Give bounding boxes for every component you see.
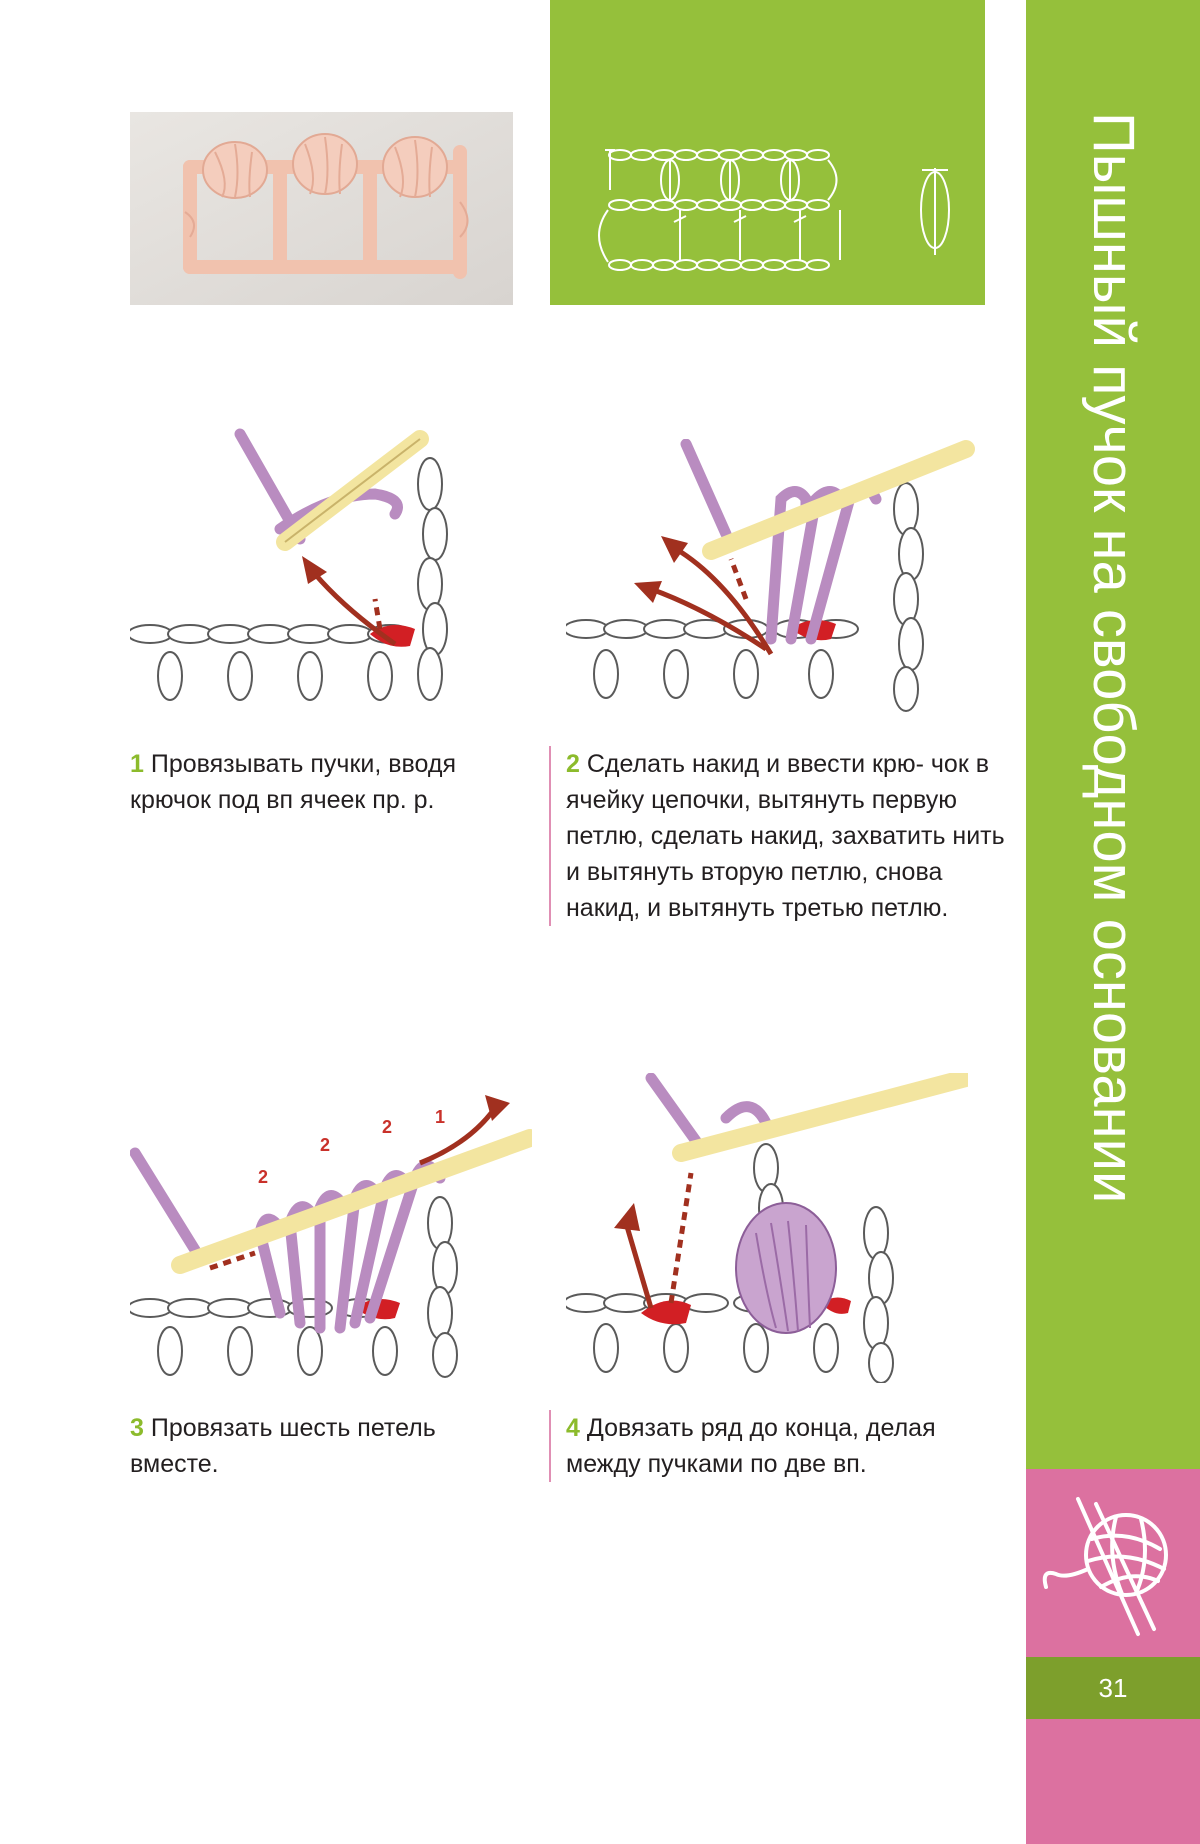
sidebar-bottom-band xyxy=(1026,1719,1200,1844)
page-title: Пышный пучок на свободном основании xyxy=(1081,112,1146,1204)
loop-label-3: 2 xyxy=(382,1117,392,1137)
swatch-photo xyxy=(130,112,513,305)
stitch-chart-panel xyxy=(550,0,985,305)
step-4-number: 4 xyxy=(566,1414,580,1442)
step-2-illustration xyxy=(566,439,975,712)
step-3-illustration: 2 2 2 1 xyxy=(130,1095,532,1378)
sidebar-title-band: Пышный пучок на свободном основании xyxy=(1026,0,1200,1469)
step-1-illustration xyxy=(130,428,448,701)
page-number-band: 31 xyxy=(1026,1657,1200,1719)
loop-label-4: 1 xyxy=(435,1107,445,1127)
step-4-illustration xyxy=(566,1073,968,1383)
step-3-text: Провязать шесть петель вместе. xyxy=(130,1414,436,1478)
step-1-number: 1 xyxy=(130,750,144,778)
stitch-chart-diagram xyxy=(598,149,950,271)
loop-label-1: 2 xyxy=(258,1167,268,1187)
step-4-caption: 4 Довязать ряд до конца, делая между пуч… xyxy=(549,1410,1006,1482)
step-2-number: 2 xyxy=(566,750,580,778)
step-3-caption: 3 Провязать шесть петель вместе. xyxy=(130,1410,510,1482)
step-1-caption: 1 Провязывать пучки, вводя крючок под вп… xyxy=(130,746,510,818)
step-4-text: Довязать ряд до конца, делая между пучка… xyxy=(566,1414,936,1478)
page-number: 31 xyxy=(1098,1673,1128,1703)
step-3-number: 3 xyxy=(130,1414,144,1442)
step-1-text: Провязывать пучки, вводя крючок под вп я… xyxy=(130,750,456,814)
step-2-text: Сделать накид и ввести крю- чок в ячейку… xyxy=(566,750,1005,922)
loop-label-2: 2 xyxy=(320,1135,330,1155)
sidebar-icon-band xyxy=(1026,1469,1200,1657)
yarn-ball-icon xyxy=(1042,1497,1168,1636)
step-2-caption: 2 Сделать накид и ввести крю- чок в ячей… xyxy=(549,746,1006,926)
